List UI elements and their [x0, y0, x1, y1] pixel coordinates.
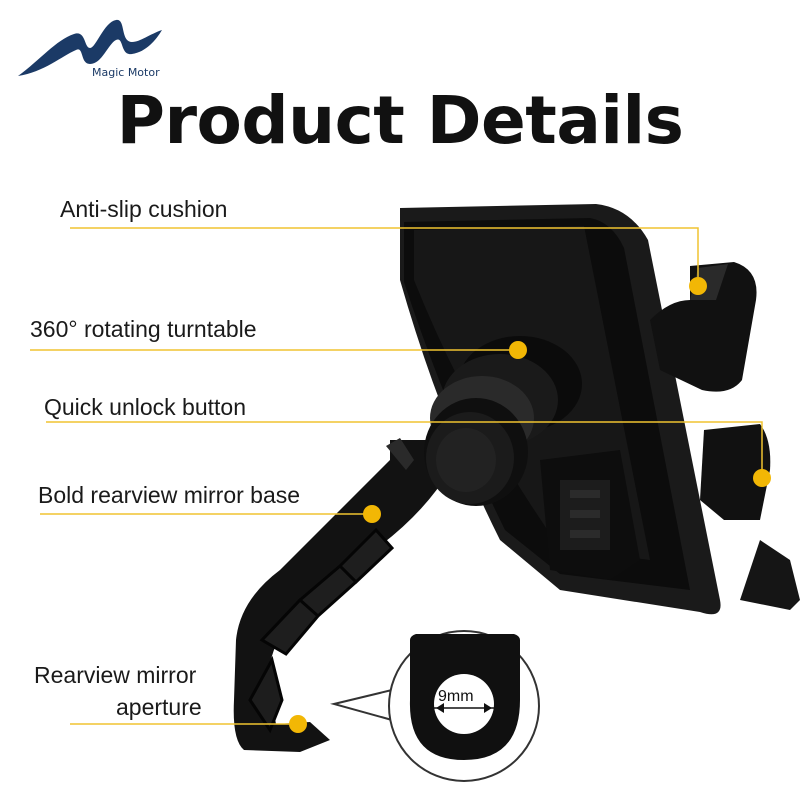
anti-slip-dot — [689, 277, 707, 295]
brand-name: Magic Motor — [92, 66, 160, 79]
aperture-dimension-label: 9mm — [438, 688, 474, 705]
turntable-dot — [509, 341, 527, 359]
aperture-dot — [289, 715, 307, 733]
base-dot — [363, 505, 381, 523]
page-title: Product Details — [116, 82, 684, 159]
brand-logo-icon — [18, 19, 162, 76]
callout-turntable: 360° rotating turntable — [30, 316, 257, 342]
aperture-zoom-bubble — [330, 630, 540, 782]
leader-lines — [30, 227, 763, 725]
unlock-dot — [753, 469, 771, 487]
callout-unlock: Quick unlock button — [44, 394, 247, 420]
callout-anti-slip: Anti-slip cushion — [60, 196, 228, 222]
turntable-knob — [424, 336, 582, 506]
callout-base: Bold rearview mirror base — [38, 482, 301, 508]
callout-aperture-line1: Rearview mirror — [34, 662, 197, 688]
mirror-arm — [233, 438, 450, 752]
callout-aperture-line2: aperture — [116, 694, 202, 720]
callout-dots — [289, 277, 771, 733]
